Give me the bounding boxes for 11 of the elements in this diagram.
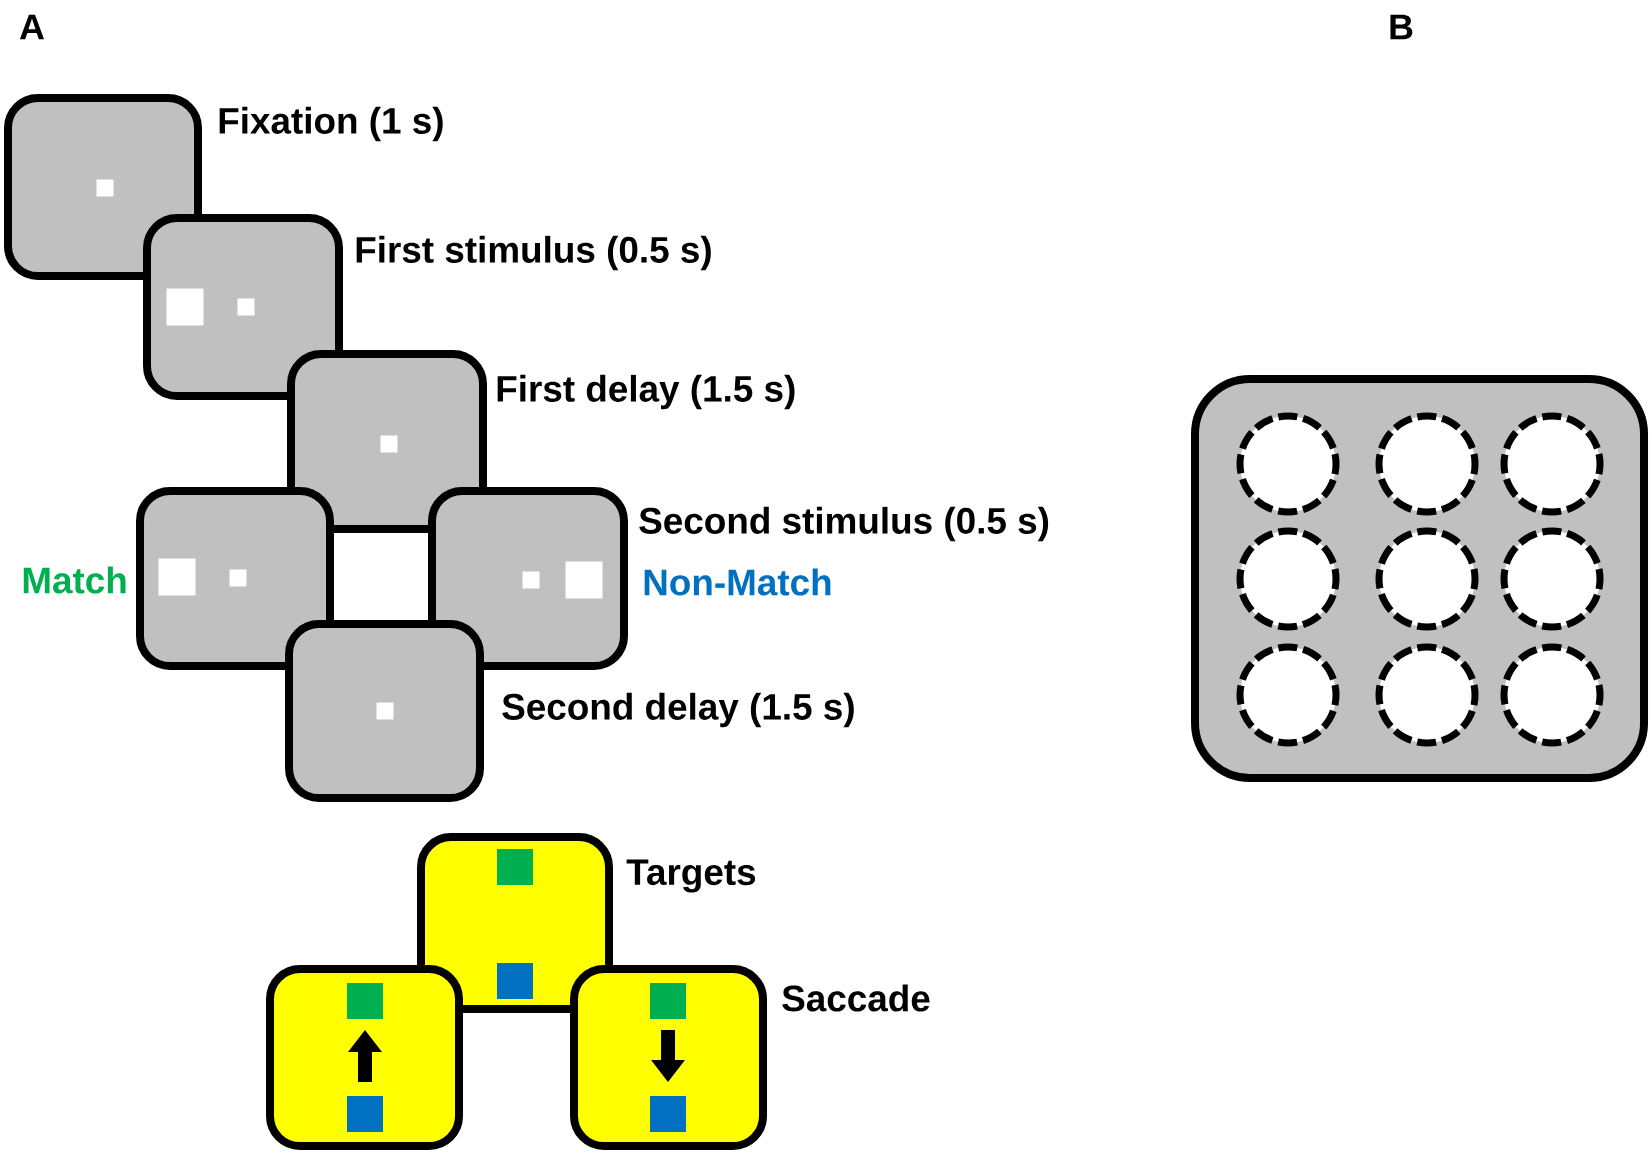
stage-label: Second delay (1.5 s) (502, 692, 854, 728)
condition-label: Non-Match (644, 568, 831, 596)
stage-label: First stimulus (0.5 s) (356, 235, 711, 271)
stage-label: Second stimulus (0.5 s) (639, 506, 1049, 542)
panel-label: A (19, 14, 44, 40)
condition-label: Match (23, 566, 126, 594)
stage-label: Fixation (1 s) (219, 106, 443, 142)
stage-label: First delay (1.5 s) (497, 374, 795, 410)
stage-label: Targets (626, 859, 756, 893)
stage-label: Saccade (782, 984, 930, 1012)
panel-label: B (1390, 14, 1413, 40)
